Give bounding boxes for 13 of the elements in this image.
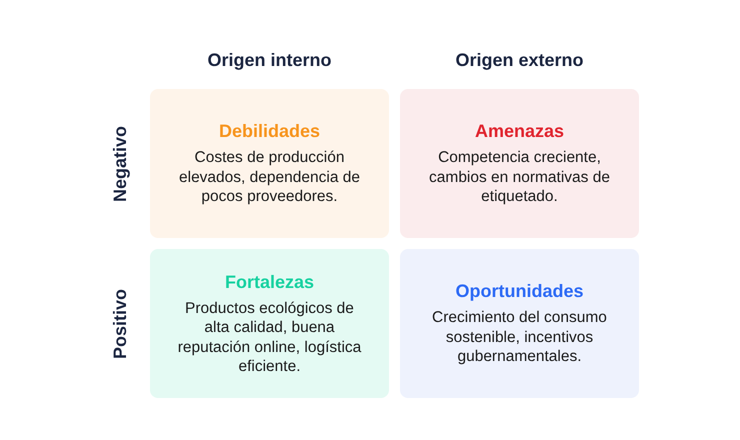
column-header: Origen interno (208, 49, 332, 72)
quadrant-title: Oportunidades (455, 280, 584, 302)
quadrant-title: Debilidades (218, 120, 320, 142)
quadrant-description: Competencia creciente, cambios en normativas de etiquetado. (428, 148, 611, 207)
quadrant-description: Costes de producción elevados, dependencia de pocos proveedores. (178, 148, 361, 207)
quadrant-card (150, 249, 389, 398)
column-header: Origen externo (456, 49, 584, 72)
row-header: Negativo (110, 126, 130, 202)
row-header: Positivo (110, 288, 130, 359)
quadrant-title: Amenazas (474, 120, 564, 142)
quadrant-title: Fortalezas (224, 270, 314, 292)
quadrant-description: Productos ecológicos de alta calidad, buena reputación online, logística eficiente. (176, 298, 362, 376)
quadrant-description: Crecimiento del consumo sostenible, incentivos gubernamentales. (431, 308, 608, 367)
